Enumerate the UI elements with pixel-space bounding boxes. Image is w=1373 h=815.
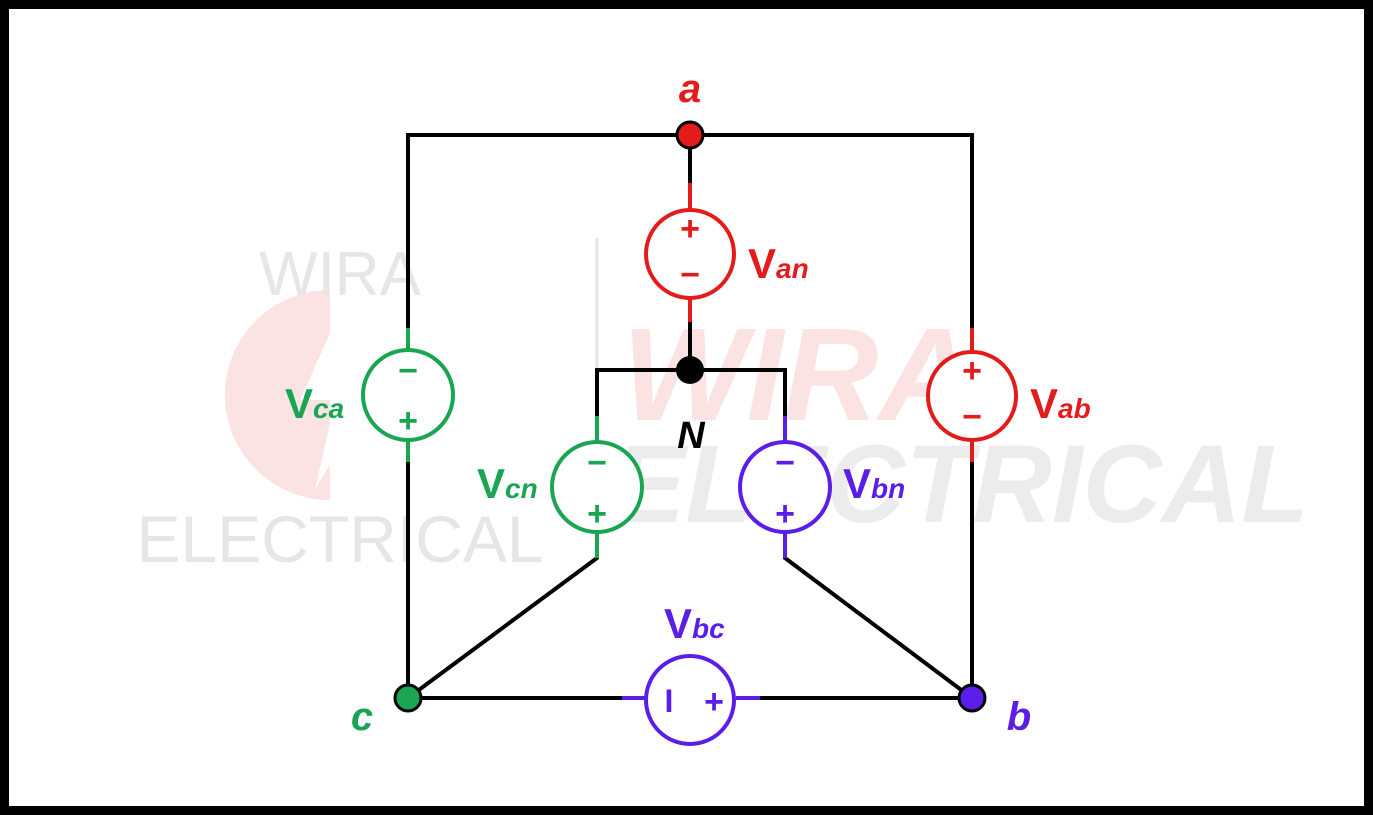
source-vbn: − + Vbn xyxy=(738,416,905,558)
source-vcn-plus-sign: + xyxy=(587,495,607,533)
source-vab-label-main: V xyxy=(1030,380,1058,427)
node-a-label: a xyxy=(679,67,701,111)
source-vca-label: Vca xyxy=(285,380,344,427)
source-vbc-label-sub: bc xyxy=(692,613,725,644)
source-vcn-label-sub: cn xyxy=(505,473,538,504)
source-van: + − Van xyxy=(644,183,809,322)
node-n-label: N xyxy=(677,415,706,457)
source-van-label: Van xyxy=(748,240,809,287)
source-vca-label-main: V xyxy=(285,380,313,427)
node-n-dot xyxy=(676,356,704,384)
source-vca-plus-sign: + xyxy=(398,402,418,440)
watermark-logo-bolt-icon xyxy=(300,300,380,490)
source-vbn-label: Vbn xyxy=(843,460,905,507)
watermark-logo-circle-icon xyxy=(224,290,330,500)
nodes: a N c b xyxy=(351,67,1031,739)
node-c-label: c xyxy=(351,695,373,739)
node-c-dot xyxy=(393,683,423,713)
source-vcn: − + Vcn xyxy=(477,416,644,558)
source-vab: + − Vab xyxy=(926,328,1091,462)
watermark-brand-bottom-text: ELECTRICAL xyxy=(612,423,1309,546)
source-van-label-main: V xyxy=(748,240,776,287)
source-vbc-label: Vbc xyxy=(664,600,725,647)
watermark-logo-top-text: WIRA xyxy=(259,240,422,309)
source-van-label-sub: an xyxy=(776,253,809,284)
source-vcn-circle xyxy=(550,440,644,534)
source-vca-label-sub: ca xyxy=(313,393,344,424)
wire-vcn-to-c xyxy=(406,556,599,700)
source-vbc: I + Vbc xyxy=(622,600,760,746)
source-vca-circle xyxy=(361,348,455,442)
source-vbn-label-main: V xyxy=(843,460,871,507)
source-van-circle xyxy=(644,208,736,300)
source-vbc-label-main: V xyxy=(664,600,692,647)
source-van-plus-sign: + xyxy=(680,210,700,248)
source-van-minus-sign: − xyxy=(680,256,700,294)
source-vbn-plus-sign: + xyxy=(775,495,795,533)
source-vbn-minus-sign: − xyxy=(775,444,795,482)
source-vbc-circle xyxy=(644,654,736,746)
source-vab-minus-sign: − xyxy=(962,398,982,436)
source-vbn-label-sub: bn xyxy=(871,473,905,504)
watermark-logo-bottom-text: ELECTRICAL xyxy=(136,502,543,576)
node-b-dot xyxy=(957,683,987,713)
node-a-dot xyxy=(675,120,705,150)
source-vca: − + Vca xyxy=(285,328,455,462)
source-vcn-minus-sign: − xyxy=(587,444,607,482)
source-vab-label: Vab xyxy=(1030,380,1091,427)
wire-vbn-to-b xyxy=(783,556,974,700)
source-vcn-label: Vcn xyxy=(477,460,538,507)
source-vab-circle xyxy=(926,350,1018,442)
source-vab-plus-sign: + xyxy=(962,352,982,390)
source-vca-minus-sign: − xyxy=(398,352,418,390)
source-vbc-plus-sign: + xyxy=(704,683,724,721)
node-b-label: b xyxy=(1007,695,1031,739)
source-vab-label-sub: ab xyxy=(1058,393,1091,424)
source-vcn-label-main: V xyxy=(477,460,505,507)
source-vbn-circle xyxy=(738,440,832,534)
source-vbc-minus-sign: I xyxy=(665,683,674,719)
